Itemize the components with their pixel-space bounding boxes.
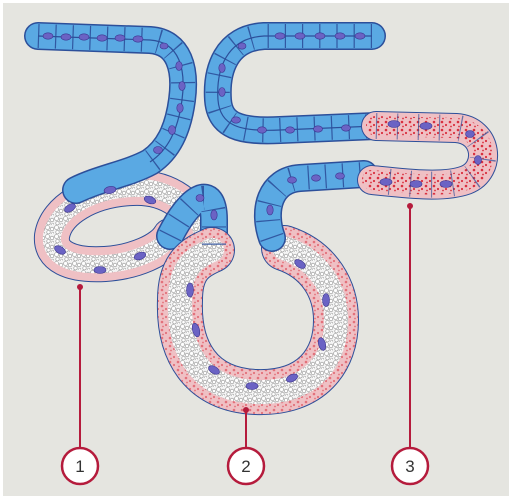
callout-2-label: 2 — [241, 457, 250, 476]
callout-3-label: 3 — [405, 457, 414, 476]
callout-1-label: 1 — [75, 457, 84, 476]
